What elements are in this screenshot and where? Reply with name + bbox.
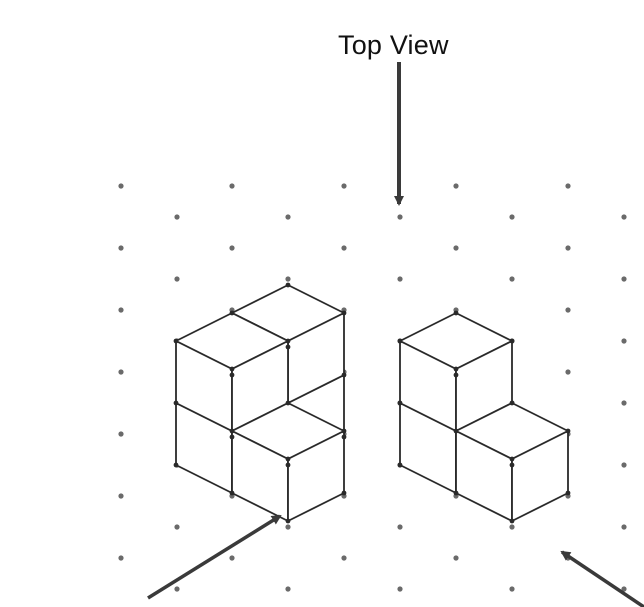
front-right-view-arrow bbox=[560, 550, 644, 607]
grid-dot bbox=[285, 276, 291, 282]
grid-dot bbox=[118, 431, 124, 437]
cube-structure bbox=[173, 282, 571, 524]
grid-dot bbox=[621, 338, 627, 344]
grid-dot bbox=[621, 276, 627, 282]
cube-vertex bbox=[285, 456, 291, 462]
grid-dot bbox=[341, 245, 347, 251]
grid-dot bbox=[118, 369, 124, 375]
grid-dot bbox=[453, 245, 459, 251]
cube-vertex bbox=[453, 372, 459, 378]
cube-vertex bbox=[229, 372, 235, 378]
grid-dot bbox=[565, 369, 571, 375]
grid-dot bbox=[509, 524, 515, 530]
view-arrows bbox=[147, 62, 644, 607]
grid-dot bbox=[118, 307, 124, 313]
cube-vertex bbox=[341, 428, 347, 434]
grid-dot bbox=[453, 183, 459, 189]
front-left-view-arrow bbox=[147, 514, 282, 600]
grid-dot bbox=[397, 586, 403, 592]
cube-vertex bbox=[173, 462, 179, 468]
grid-dot bbox=[118, 245, 124, 251]
cube-vertex bbox=[453, 490, 459, 496]
cube-vertex bbox=[229, 310, 235, 316]
grid-dot bbox=[565, 307, 571, 313]
cube-vertex bbox=[509, 462, 515, 468]
grid-dot bbox=[509, 276, 515, 282]
cube-vertex bbox=[173, 338, 179, 344]
grid-dot bbox=[397, 276, 403, 282]
grid-dot bbox=[285, 214, 291, 220]
grid-dot bbox=[621, 586, 627, 592]
cube-vertex bbox=[397, 338, 403, 344]
cube-vertex bbox=[173, 400, 179, 406]
cube-vertex bbox=[229, 366, 235, 372]
grid-dot bbox=[341, 555, 347, 561]
grid-dot bbox=[509, 586, 515, 592]
grid-dot bbox=[397, 214, 403, 220]
grid-dot bbox=[565, 245, 571, 251]
cube-vertex bbox=[509, 400, 515, 406]
grid-dot bbox=[397, 524, 403, 530]
cube-vertex bbox=[509, 456, 515, 462]
cube-vertex bbox=[285, 518, 291, 524]
grid-dot bbox=[174, 586, 180, 592]
cube-vertex bbox=[229, 490, 235, 496]
cube-vertex bbox=[453, 310, 459, 316]
cube-vertex bbox=[453, 366, 459, 372]
cube-vertex bbox=[453, 428, 459, 434]
cube-vertex bbox=[565, 428, 571, 434]
cube-vertex bbox=[229, 434, 235, 440]
cube-vertex bbox=[229, 428, 235, 434]
cube-vertex bbox=[341, 490, 347, 496]
cube-vertex bbox=[285, 344, 291, 350]
grid-dot bbox=[229, 245, 235, 251]
cube-vertex bbox=[285, 338, 291, 344]
grid-dot bbox=[621, 462, 627, 468]
grid-dot bbox=[341, 183, 347, 189]
cube-vertex bbox=[397, 462, 403, 468]
grid-dot bbox=[174, 214, 180, 220]
grid-dot bbox=[174, 276, 180, 282]
grid-dot bbox=[118, 183, 124, 189]
grid-dot bbox=[285, 586, 291, 592]
grid-dot bbox=[509, 214, 515, 220]
grid-dot bbox=[229, 183, 235, 189]
cube-vertex bbox=[397, 400, 403, 406]
cube-vertex bbox=[341, 434, 347, 440]
grid-dot bbox=[174, 524, 180, 530]
grid-dot bbox=[118, 555, 124, 561]
grid-dot bbox=[118, 493, 124, 499]
grid-dot bbox=[621, 400, 627, 406]
cube-vertex bbox=[285, 400, 291, 406]
grid-dot bbox=[285, 524, 291, 530]
cube-vertex bbox=[285, 462, 291, 468]
cube-vertex bbox=[565, 490, 571, 496]
cube-vertex bbox=[509, 518, 515, 524]
top-view-label: Top View bbox=[338, 30, 449, 60]
grid-dot bbox=[621, 524, 627, 530]
grid-dot bbox=[453, 555, 459, 561]
cube-vertex bbox=[341, 310, 347, 316]
cube-vertex bbox=[285, 282, 291, 288]
grid-dot bbox=[565, 183, 571, 189]
grid-dot bbox=[621, 214, 627, 220]
cube-vertex bbox=[341, 372, 347, 378]
grid-dot bbox=[229, 555, 235, 561]
cube-vertex bbox=[509, 338, 515, 344]
